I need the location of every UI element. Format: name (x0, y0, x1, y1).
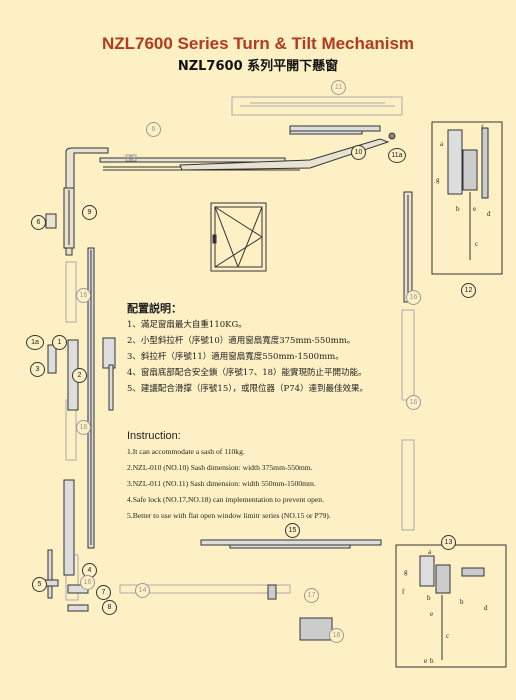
part-number-11a: 11a (388, 148, 406, 163)
detail12-letter-b: b (456, 205, 460, 213)
part-number-6-left: 6 (31, 215, 46, 230)
part-number-16-d: 16 (76, 420, 91, 435)
config-line-5: 5、建議配合滑撑（序號15），或限位器（P74）達到最佳效果。 (127, 384, 369, 394)
detail12-letter-g: g (436, 176, 440, 184)
part-number-15: 15 (285, 523, 300, 538)
detail12-letter-e: e (473, 205, 477, 213)
detail13-letter-d: d (484, 604, 488, 612)
config-line-2: 2、小型斜拉杆（序號10）適用窗扇寬度375mm-550mm。 (127, 336, 356, 346)
detail13-letter-c: c (446, 632, 450, 640)
detail12-letter-d: d (487, 210, 491, 218)
config-line-1: 1、滿足窗扇最大自重110KG。 (127, 320, 247, 330)
part-number-12: 12 (461, 283, 476, 298)
part-number-16-e: 16 (80, 575, 95, 590)
part-number-16-b: 16 (406, 290, 421, 305)
part-number-7: 7 (96, 585, 111, 600)
instruction-line-3: 3.NZL-011 (NO.11) Sash dimension: width … (127, 479, 316, 488)
detail13-letter-b2: b (460, 598, 464, 606)
part-number-18: 18 (329, 628, 344, 643)
detail12-letter-a: a (440, 140, 444, 148)
part-number-1a: 1a (26, 335, 44, 350)
part-number-10: 10 (351, 145, 366, 160)
part-number-14: 14 (135, 583, 150, 598)
part-number-16-a: 16 (76, 288, 91, 303)
instruction-line-2: 2.NZL-010 (NO.10) Sash dimension: width … (127, 463, 313, 472)
title-english: NZL7600 Series Turn & Tilt Mechanism (101, 34, 415, 53)
part-number-11: 11 (331, 80, 346, 95)
detail13-letter-f: f (402, 588, 405, 596)
detail13-letter-g: g (404, 568, 408, 576)
config-line-4: 4、窗扇底部配合安全鎖（序號17、18）能實現防止平開功能。 (127, 368, 367, 378)
part-number-5: 5 (32, 577, 47, 592)
config-heading: 配置説明： (127, 302, 182, 315)
config-line-3: 3、斜拉杆（序號11）適用窗扇寬度550mm-1500mm。 (127, 352, 344, 362)
part-number-13: 13 (441, 535, 456, 550)
detail13-letter-b: b (427, 594, 431, 602)
part-number-6-top: 6 (146, 122, 161, 137)
detail13-letter-a: a (428, 548, 432, 556)
detail12-letter-f: f (481, 124, 484, 132)
instruction-line-5: 5.Better to use with flat open window li… (127, 511, 331, 520)
part-number-9: 9 (82, 205, 97, 220)
part-number-8: 8 (102, 600, 117, 615)
instruction-line-4: 4.Safe lock (NO.17,NO.18) can implementa… (127, 495, 324, 504)
part-number-17: 17 (304, 588, 319, 603)
instruction-line-1: 1.It can accommodate a sash of 110kg. (127, 447, 245, 456)
part-number-3: 3 (30, 362, 45, 377)
part-number-2: 2 (72, 368, 87, 383)
title-chinese: NZL7600 系列平開下懸窗 (177, 59, 339, 74)
detail13-letter-e: e (430, 610, 434, 618)
detail13-letter-e2: e (424, 657, 428, 665)
part-number-16-c: 16 (406, 395, 421, 410)
detail13-letter-b3: b (430, 657, 434, 665)
instruction-heading: Instruction: (127, 430, 181, 442)
part-number-1: 1 (52, 335, 67, 350)
detail12-letter-c: c (475, 240, 479, 248)
